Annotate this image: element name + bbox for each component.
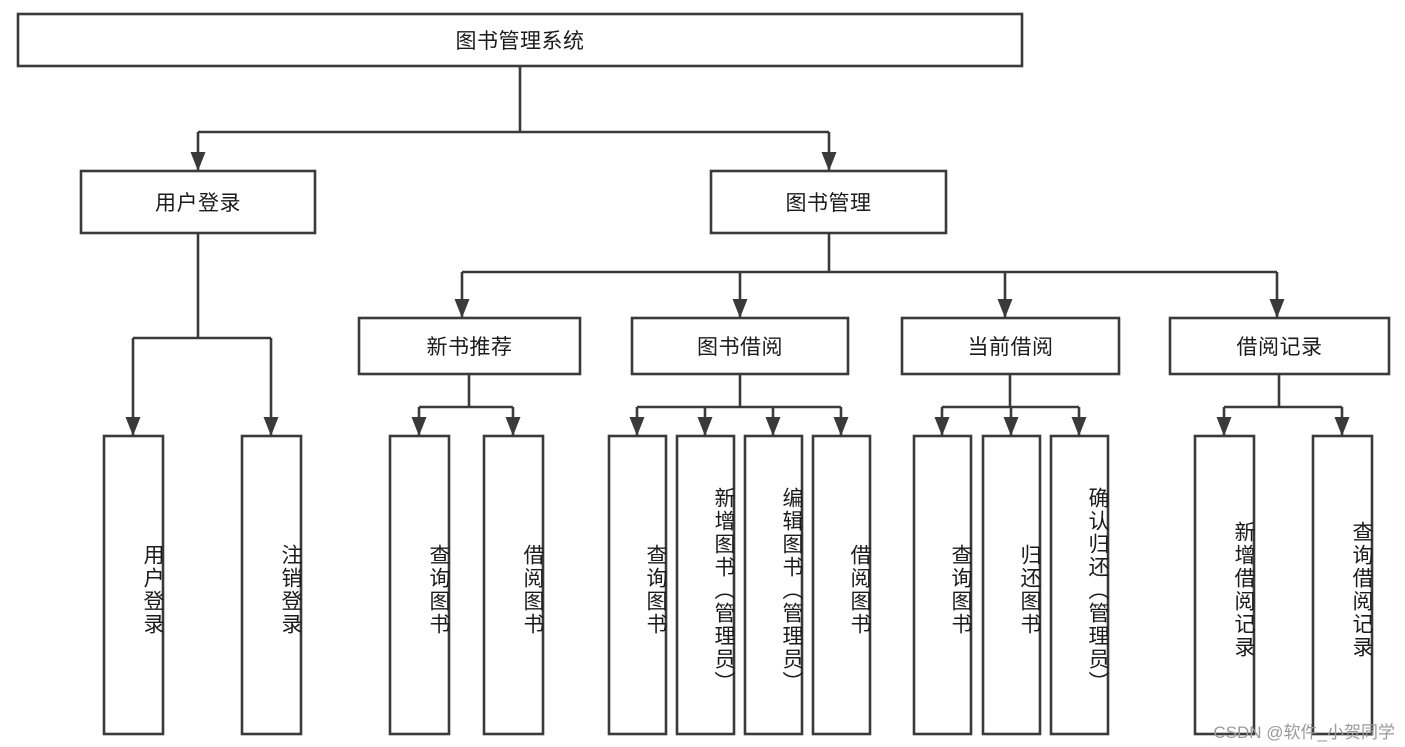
connector-arrow-icon — [1269, 299, 1285, 318]
node-box-current-borrow[interactable] — [900, 316, 1121, 376]
connector-arrow-icon — [1003, 417, 1019, 436]
node-box-leaf-edit-book[interactable] — [743, 434, 804, 736]
node-box-leaf-query-book-1[interactable] — [388, 434, 451, 736]
node-box-leaf-return-book[interactable] — [981, 434, 1042, 736]
connector-arrow-icon — [765, 417, 781, 436]
node-box-leaf-query-book-3[interactable] — [912, 434, 973, 736]
watermark-text: CSDN @软件_小贺同学 — [1213, 723, 1395, 742]
node-box-borrow-record[interactable] — [1168, 316, 1391, 376]
connector-arrow-icon — [997, 299, 1013, 318]
node-box-leaf-user-login[interactable] — [102, 434, 165, 736]
connector-arrow-icon — [1071, 417, 1087, 436]
connector-arrow-icon — [697, 417, 713, 436]
connector-arrow-icon — [454, 299, 470, 318]
node-box-leaf-add-book[interactable] — [675, 434, 736, 736]
connector-arrow-icon — [629, 417, 645, 436]
connector-arrow-icon — [821, 152, 837, 171]
node-box-leaf-query-borrow-record[interactable] — [1311, 434, 1374, 736]
connector-arrow-icon — [1216, 417, 1232, 436]
connector-arrow-icon — [1334, 417, 1350, 436]
connector-arrow-icon — [732, 299, 748, 318]
connector-arrow-icon — [411, 417, 427, 436]
node-box-leaf-borrow-book-2[interactable] — [811, 434, 872, 736]
node-box-leaf-logout[interactable] — [240, 434, 303, 736]
node-box-book-borrow[interactable] — [630, 316, 850, 376]
connector-arrow-icon — [190, 152, 206, 171]
node-box-new-book-recommend[interactable] — [357, 316, 582, 376]
connector-arrow-icon — [125, 417, 141, 436]
node-box-leaf-add-borrow-record[interactable] — [1193, 434, 1256, 736]
connector-arrow-icon — [505, 417, 521, 436]
node-box-user-login[interactable] — [79, 169, 317, 235]
node-box-leaf-query-book-2[interactable] — [607, 434, 668, 736]
connectors-layer — [125, 66, 1350, 436]
connector-arrow-icon — [934, 417, 950, 436]
connector-arrow-icon — [263, 417, 279, 436]
node-box-root[interactable] — [16, 12, 1024, 68]
boxes-layer — [16, 12, 1391, 736]
node-box-leaf-confirm-return[interactable] — [1049, 434, 1110, 736]
node-box-leaf-borrow-book-1[interactable] — [482, 434, 545, 736]
connector-arrow-icon — [833, 417, 849, 436]
node-box-book-manage[interactable] — [709, 169, 948, 235]
